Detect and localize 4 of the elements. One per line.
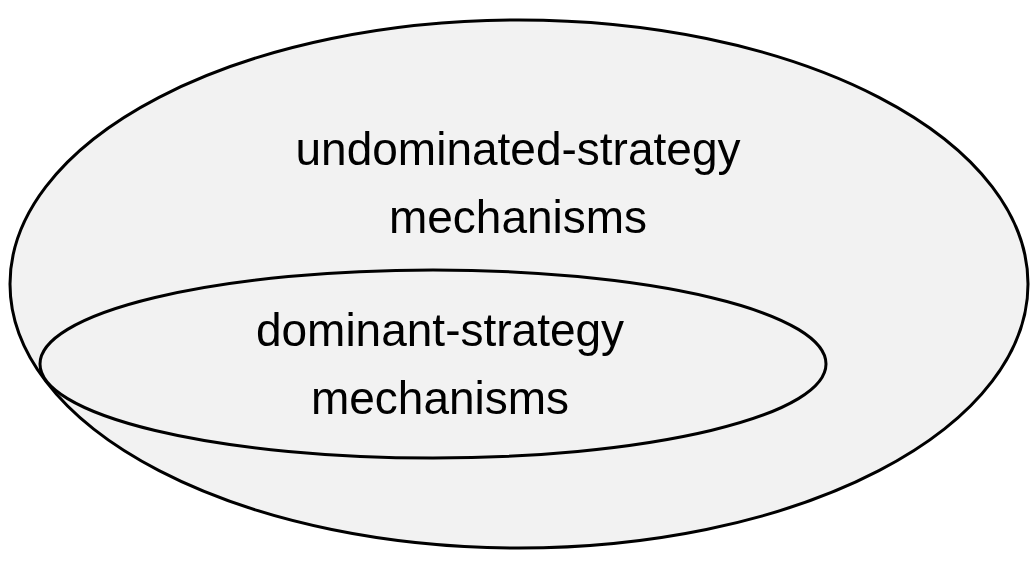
region-label: undominated-strategy mechanisms [294,122,742,245]
ellipse-region [8,18,1030,550]
region-label: dominant-strategy mechanisms [254,303,626,426]
ellipse-region [38,268,828,460]
